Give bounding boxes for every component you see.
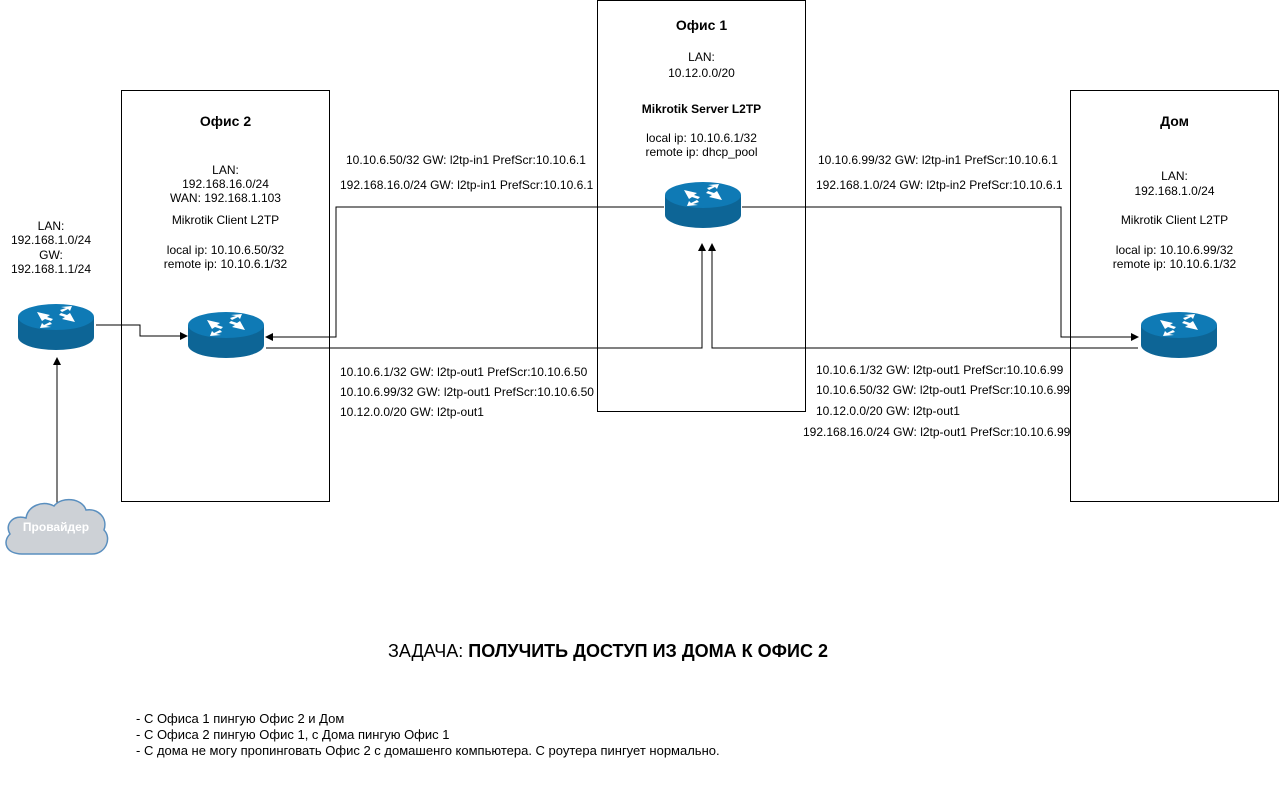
home-lan-label: LAN: xyxy=(1161,169,1188,183)
home-remote-ip: remote ip: 10.10.6.1/32 xyxy=(1112,257,1237,271)
link-home-to-office1 xyxy=(708,243,1138,349)
note-item: - С Офиса 1 пингую Офис 2 и Дом xyxy=(136,711,345,726)
office1-box xyxy=(597,0,806,412)
office2-remote-ip: remote ip: 10.10.6.1/32 xyxy=(163,257,288,271)
route-label: 10.12.0.0/20 GW: l2tp-out1 xyxy=(340,405,484,419)
office1-remote-ip: remote ip: dhcp_pool xyxy=(645,145,758,159)
cloud-icon xyxy=(5,498,109,555)
task-heading: ЗАДАЧА: ПОЛУЧИТЬ ДОСТУП ИЗ ДОМА К ОФИС 2 xyxy=(388,640,828,662)
home-device: Mikrotik Client L2TP xyxy=(1120,213,1229,227)
link-office1-to-home xyxy=(742,206,1139,341)
route-label: 10.10.6.50/32 GW: l2tp-in1 PrefScr:10.10… xyxy=(346,153,586,167)
office2-local-ip: local ip: 10.10.6.50/32 xyxy=(166,243,285,257)
office2-lan-label: LAN: xyxy=(212,163,239,177)
link-office2-to-office1 xyxy=(266,243,706,349)
route-label: 10.10.6.99/32 GW: l2tp-out1 PrefScr:10.1… xyxy=(340,385,594,399)
office2-title: Офис 2 xyxy=(199,113,252,129)
edge-gw-label: GW: xyxy=(39,248,63,262)
edge-gw: 192.168.1.1/24 xyxy=(10,262,92,276)
home-lan: 192.168.1.0/24 xyxy=(1134,184,1215,198)
note-item: - С Офиса 2 пингую Офис 1, с Дома пингую… xyxy=(136,727,450,742)
office2-box xyxy=(121,90,330,502)
route-label: 10.10.6.1/32 GW: l2tp-out1 PrefScr:10.10… xyxy=(340,365,588,379)
office2-device: Mikrotik Client L2TP xyxy=(171,213,280,227)
link-edge-to-office2 xyxy=(96,324,188,340)
office2-wan: WAN: 192.168.1.103 xyxy=(170,191,281,205)
note-item: - С дома не могу пропинговать Офис 2 с д… xyxy=(136,743,720,758)
provider-label: Провайдер xyxy=(22,520,90,534)
office1-lan-label: LAN: xyxy=(688,50,715,64)
edge-lan-label: LAN: xyxy=(37,219,65,233)
task-text: ПОЛУЧИТЬ ДОСТУП ИЗ ДОМА К ОФИС 2 xyxy=(468,641,828,661)
router-icon xyxy=(18,304,94,350)
notes-list: - С Офиса 1 пингую Офис 2 и Дом - С Офис… xyxy=(136,711,720,759)
edge-lan: 192.168.1.0/24 xyxy=(10,233,92,247)
home-box xyxy=(1070,90,1279,502)
office1-device: Mikrotik Server L2TP xyxy=(641,102,762,116)
home-title: Дом xyxy=(1160,113,1189,129)
route-label: 10.10.6.1/32 GW: l2tp-out1 PrefScr:10.10… xyxy=(816,363,1064,377)
route-label: 192.168.16.0/24 GW: l2tp-in1 PrefScr:10.… xyxy=(340,178,594,192)
office1-local-ip: local ip: 10.10.6.1/32 xyxy=(646,131,757,145)
task-prefix: ЗАДАЧА: xyxy=(388,641,469,661)
route-label: 10.10.6.50/32 GW: l2tp-out1 PrefScr:10.1… xyxy=(816,383,1070,397)
route-label: 10.10.6.99/32 GW: l2tp-in1 PrefScr:10.10… xyxy=(818,153,1058,167)
link-office1-to-office2 xyxy=(265,206,664,341)
router-icon xyxy=(665,182,741,228)
office1-lan: 10.12.0.0/20 xyxy=(668,66,735,80)
router-icon xyxy=(1141,312,1217,358)
route-label: 192.168.1.0/24 GW: l2tp-in2 PrefScr:10.1… xyxy=(816,178,1063,192)
office2-lan: 192.168.16.0/24 xyxy=(182,177,269,191)
route-label: 10.12.0.0/20 GW: l2tp-out1 xyxy=(816,404,960,418)
office1-title: Офис 1 xyxy=(675,17,728,33)
router-icon xyxy=(188,312,264,358)
route-label: 192.168.16.0/24 GW: l2tp-out1 PrefScr:10… xyxy=(803,425,1071,439)
home-local-ip: local ip: 10.10.6.99/32 xyxy=(1115,243,1234,257)
